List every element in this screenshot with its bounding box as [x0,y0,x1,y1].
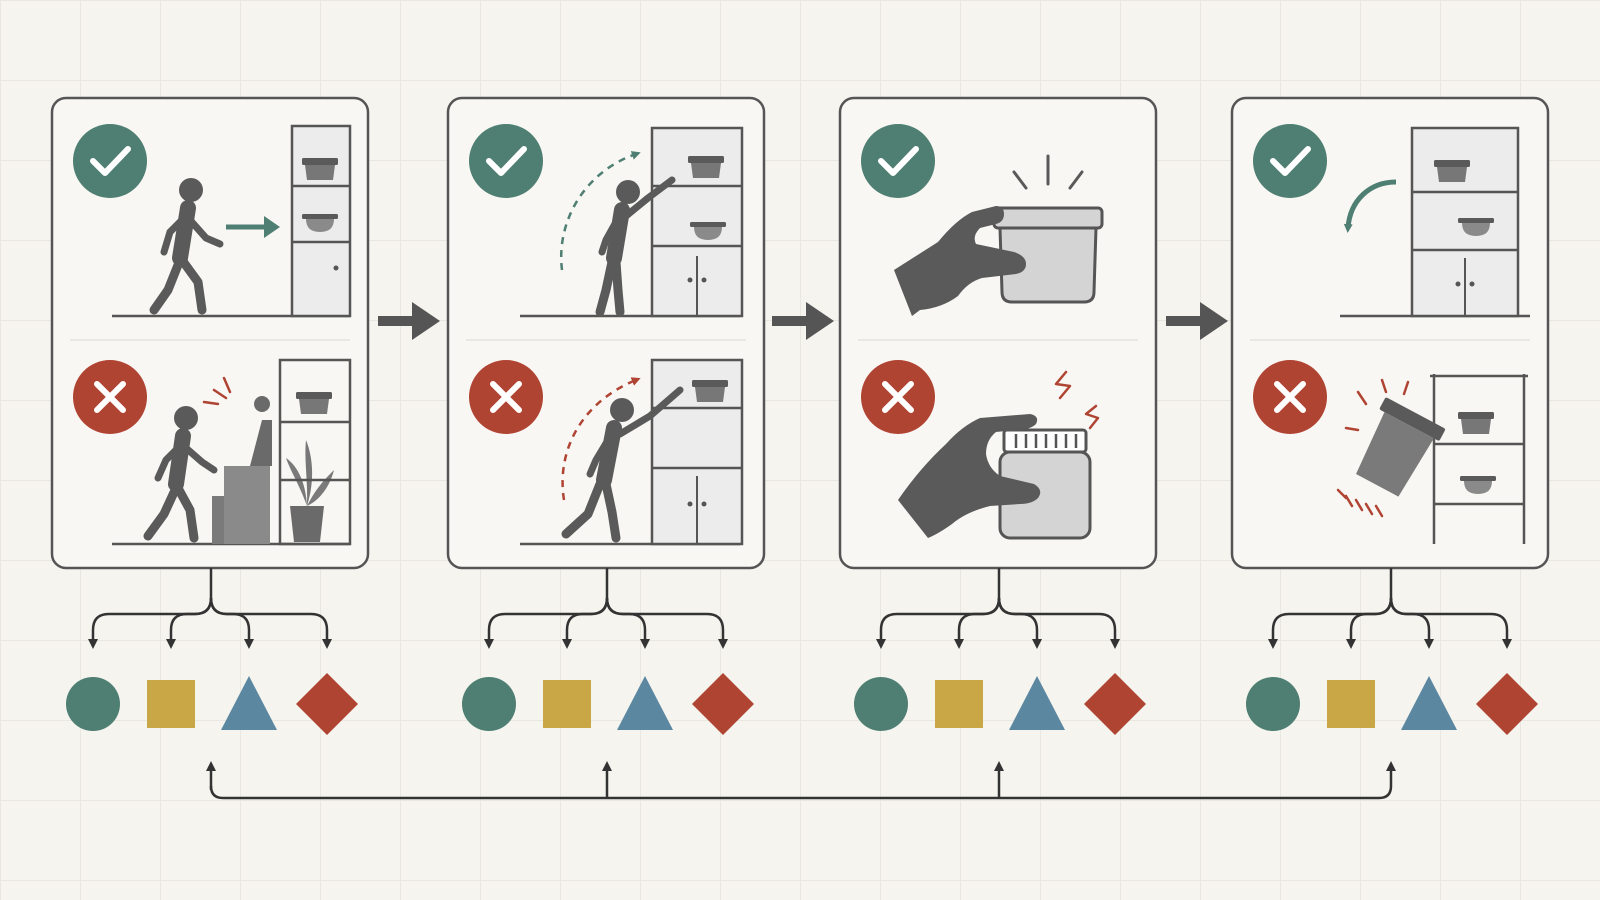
cabinet-icon [650,358,744,546]
diamond-outcome-icon [1476,673,1538,735]
step-1-outcomes [66,673,358,735]
check-icon [469,124,543,198]
triangle-outcome-icon [617,676,673,730]
arrow-step-2-to-3 [772,302,834,340]
square-outcome-icon [1327,680,1375,728]
hand-icon [898,414,1041,538]
shelf-unit-icon [278,358,352,546]
reach-upper-shelf-scene [520,126,744,318]
jar-icon [998,428,1092,540]
overreach-path-arrow [561,377,641,501]
step-2-outcomes [462,673,754,735]
check-icon [73,124,147,198]
step-1-branches [88,568,332,649]
potted-plant-icon [286,440,334,542]
check-icon [861,124,935,198]
slipping-grip-jar-scene [898,370,1100,540]
step-3-outcomes [854,673,1146,735]
step-3-correct [861,124,1104,316]
square-outcome-icon [935,680,983,728]
container-icon [992,206,1104,304]
cabinet-icon [650,126,744,318]
direction-arrow-icon [226,216,280,238]
diamond-outcome-icon [692,673,754,735]
triangle-outcome-icon [1401,676,1457,730]
step-2-correct [469,124,744,318]
circle-outcome-icon [66,677,120,731]
impact-lines-icon [1336,378,1410,518]
attention-lines-icon [1012,154,1084,190]
step-3-branches [876,568,1120,649]
triangle-outcome-icon [1009,676,1065,730]
arrow-step-3-to-4 [1166,302,1228,340]
trip-over-clutter-scene [112,358,352,546]
triangle-outcome-icon [221,676,277,730]
step-1-incorrect [73,358,352,546]
overreaching-person-icon [561,386,684,543]
feedback-loop [206,761,1396,800]
impact-lines-icon [202,376,232,406]
step-arrows [378,302,1228,340]
cabinet-icon [1410,126,1520,318]
hand-icon [894,206,1026,316]
cabinet-icon [290,124,352,318]
step-1-correct [73,124,352,318]
reaching-person-icon [595,176,676,317]
step-4-incorrect [1253,360,1528,544]
diamond-outcome-icon [296,673,358,735]
step-2-branches [484,568,728,649]
walk-to-cabinet-scene [112,124,352,318]
walking-person-icon [149,178,224,315]
branch-connectors [88,568,1512,649]
falling-container-icon [1356,397,1446,497]
circle-outcome-icon [854,677,908,731]
outcome-shapes [66,673,1538,735]
square-outcome-icon [543,680,591,728]
clutter-boxes-icon [212,396,272,544]
step-4-branches [1268,568,1512,649]
arrow-step-1-to-2 [378,302,440,340]
check-icon [1253,124,1327,198]
set-down-container-scene [1340,126,1530,318]
cross-icon [469,360,543,434]
cross-icon [861,360,935,434]
step-2-incorrect [469,358,744,546]
firm-grip-container-scene [894,154,1104,316]
overreach-off-balance-scene [520,358,744,546]
slip-warning-icon [1054,370,1100,430]
stumbling-person-icon [143,406,218,543]
step-4-correct [1253,124,1530,318]
shelf-unit-icon [1430,374,1528,544]
square-outcome-icon [147,680,195,728]
diamond-outcome-icon [1084,673,1146,735]
step-3-incorrect [861,360,1100,540]
circle-outcome-icon [462,677,516,731]
cross-icon [1253,360,1327,434]
circle-outcome-icon [1246,677,1300,731]
step-4-outcomes [1246,673,1538,735]
place-down-arrow [1343,179,1397,233]
cross-icon [73,360,147,434]
dropped-container-scene [1336,374,1528,544]
reach-path-arrow [559,151,641,271]
